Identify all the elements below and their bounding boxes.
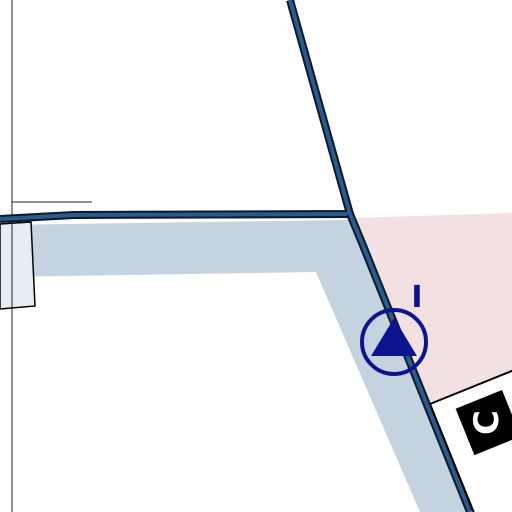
route[interactable] [0, 0, 474, 512]
road-sign[interactable]: C 6 [428, 350, 512, 512]
shaded-band [0, 220, 470, 512]
marker-label: I [411, 280, 422, 315]
sign-badge-letter: C [467, 410, 507, 435]
location-marker[interactable]: I [360, 280, 428, 376]
sign-badge [455, 390, 512, 456]
building-outline [0, 221, 36, 310]
marker-ring [360, 308, 428, 376]
sign-plate [428, 350, 512, 512]
triangle-in-circle-icon [371, 318, 417, 356]
